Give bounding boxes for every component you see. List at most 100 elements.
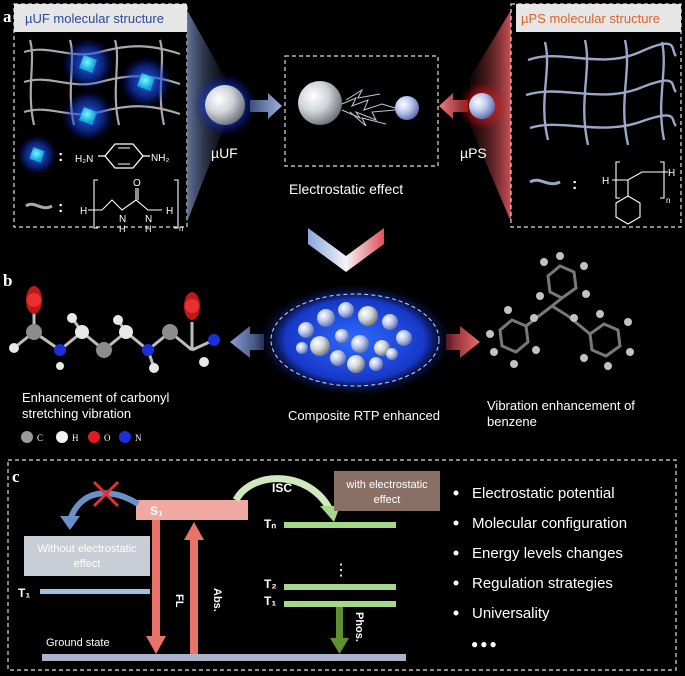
urea-h4: H	[166, 206, 173, 217]
benzene-molecule	[486, 252, 634, 370]
t2-level	[284, 584, 396, 590]
panel-label-a: a	[3, 7, 12, 26]
fl-arrow	[152, 520, 160, 638]
without-electrostatic-box	[24, 536, 150, 576]
composite-outline	[270, 293, 440, 387]
urea-n1: N	[119, 214, 126, 225]
bullet-item: Electrostatic potential	[472, 485, 615, 502]
colon-2: :	[58, 199, 63, 216]
panel-label-b: b	[3, 271, 12, 290]
bullet-item: Energy levels changes	[472, 545, 623, 562]
uf-crosslink-cubes	[17, 38, 172, 175]
phos-arrowhead	[330, 638, 349, 654]
isc-label: ISC	[272, 481, 292, 495]
right-arrow-b	[446, 326, 480, 358]
s1-level	[136, 500, 248, 520]
legend-n-dot	[119, 431, 131, 443]
composite-caption: Composite RTP enhanced	[288, 408, 440, 423]
with-electrostatic-box	[334, 471, 440, 511]
urea-h2: H	[119, 224, 126, 234]
amine-right: NH₂	[151, 153, 169, 164]
polystyrene-structure	[612, 161, 668, 225]
ground-state-label: Ground state	[46, 637, 110, 649]
isc-arrow	[232, 475, 334, 512]
ps-h-right: H	[668, 168, 675, 179]
urea-n2: N	[145, 214, 152, 225]
bullet-list: Electrostatic potential Molecular config…	[453, 485, 627, 651]
phos-label: Phos.	[353, 612, 365, 642]
blocked-isc-arrowhead	[60, 516, 80, 530]
without-electrostatic-text-1: Without electrostatic	[37, 543, 137, 555]
legend-o-dot	[88, 431, 100, 443]
blocked-isc-arrow	[67, 490, 140, 522]
panel-label-c: c	[12, 467, 20, 486]
diamine-structure: H₂N NH₂	[75, 143, 169, 169]
legend-h: H	[72, 433, 79, 443]
ps-arrow	[439, 93, 468, 119]
cross-icon	[92, 480, 120, 508]
ps-sphere	[469, 93, 495, 119]
abs-label: Abs.	[211, 588, 223, 612]
t1-right-label: T₁	[264, 594, 276, 608]
panel-c: c Ground state S₁ T₁ Without electrostat…	[7, 459, 677, 671]
composite-spheres	[296, 302, 412, 373]
ground-state-level	[42, 654, 406, 661]
electrostatic-caption: Electrostatic effect	[289, 181, 403, 197]
colon-3: :	[572, 176, 577, 193]
bullet-ellipsis: ●●●	[471, 637, 499, 651]
colon-1: :	[58, 148, 63, 165]
electrostatic-box	[284, 55, 439, 167]
t2-label: T₂	[264, 577, 277, 591]
bullet-item: Regulation strategies	[472, 575, 613, 592]
chain-symbol-ps	[529, 178, 561, 186]
benzene-caption-2: benzene	[487, 414, 537, 429]
center-sphere-small	[395, 96, 419, 120]
chain-symbol-uf	[25, 202, 53, 210]
urea-structure	[88, 179, 179, 229]
carbonyl-caption-1: Enhancement of carbonyl	[22, 390, 170, 405]
bullet-item: Universality	[472, 605, 550, 622]
vertical-dots: ⋮	[333, 562, 349, 579]
tn-level	[284, 522, 396, 528]
uf-title-bg	[14, 4, 187, 32]
carbonyl-caption-2: stretching vibration	[22, 406, 131, 421]
legend-h-dot	[56, 431, 68, 443]
amine-left: H₂N	[75, 154, 93, 165]
ps-title: µPS molecular structure	[521, 11, 660, 26]
ps-h-left: H	[602, 176, 609, 187]
s1-label: S₁	[150, 504, 163, 518]
ps-n-subscript: n	[666, 196, 670, 205]
legend-c: C	[37, 433, 43, 443]
left-arrow-b	[230, 326, 264, 358]
uf-title: µUF molecular structure	[25, 11, 164, 26]
with-electrostatic-text-1: with electrostatic	[345, 479, 428, 491]
uf-label: µUF	[211, 145, 238, 161]
without-electrostatic-text-2: effect	[74, 558, 101, 570]
with-electrostatic-text-2: effect	[374, 494, 401, 506]
center-sphere-large	[298, 81, 342, 125]
uf-arrow	[250, 93, 282, 119]
fl-label: FL	[173, 594, 185, 608]
abs-arrow	[190, 538, 198, 654]
ps-label: µPS	[460, 145, 487, 161]
legend-o: O	[104, 433, 111, 443]
abs-arrowhead	[184, 522, 204, 540]
ps-structure-box	[510, 3, 682, 228]
merge-chevron	[308, 228, 384, 272]
phos-arrow	[336, 607, 343, 639]
urea-h3: H	[145, 224, 152, 234]
legend-c-dot	[21, 431, 33, 443]
benzene-caption-1: Vibration enhancement of	[487, 398, 635, 413]
ps-title-bg	[516, 4, 681, 32]
panel-b: b	[3, 252, 635, 443]
urea-n-subscript: n	[179, 224, 183, 233]
uf-sphere	[205, 85, 245, 125]
panel-a: µUF molecular structure a : H₂N	[3, 3, 682, 272]
panel-c-box	[7, 459, 677, 671]
t1-left-level	[40, 589, 150, 594]
legend-n: N	[135, 433, 142, 443]
fl-arrowhead	[146, 636, 166, 654]
tn-label: Tₙ	[264, 517, 276, 531]
